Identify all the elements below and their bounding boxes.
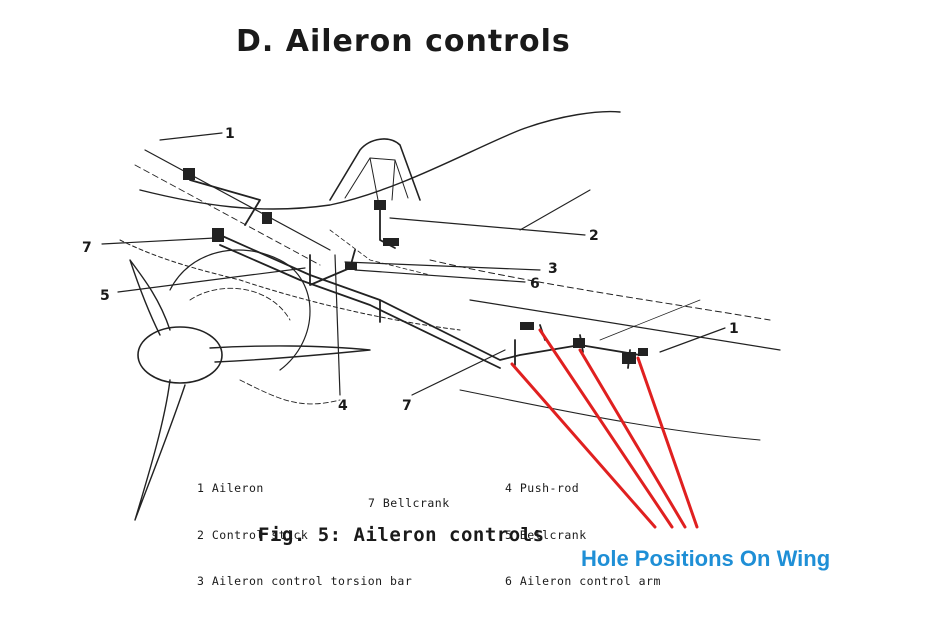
callout-7-left: 7 bbox=[82, 240, 92, 256]
propeller-blade-upper bbox=[129, 259, 171, 336]
fuselage-outline bbox=[139, 110, 621, 210]
callout-7-bottom: 7 bbox=[402, 398, 412, 414]
callout-2: 2 bbox=[589, 228, 599, 244]
engine-cowling bbox=[169, 249, 311, 371]
canopy bbox=[329, 138, 421, 201]
legend-right: 4 Push-rod 5 Bellcrank 6 Aileron control… bbox=[505, 450, 661, 621]
linkage-fittings bbox=[183, 168, 648, 364]
wing-leading-edge-left bbox=[144, 149, 331, 251]
propeller-blade-lower bbox=[134, 379, 186, 521]
figure-caption: Fig. 5: Aileron controls bbox=[258, 524, 545, 546]
legend-item: 2 Control stick bbox=[197, 527, 309, 542]
wing-trailing-edge-right bbox=[459, 389, 761, 441]
callout-3: 3 bbox=[548, 261, 558, 277]
hole-positions-annotation: Hole Positions On Wing bbox=[581, 546, 831, 571]
legend-item: 1 Aileron bbox=[197, 481, 264, 495]
legend-item: 6 Aileron control arm bbox=[505, 574, 661, 588]
callout-1-right: 1 bbox=[729, 321, 739, 337]
legend-item: 4 Push-rod bbox=[505, 481, 580, 495]
fuselage-lower bbox=[119, 239, 461, 331]
legend-left: 1 Aileron 2 Control stick 3 Aileron cont… bbox=[197, 450, 412, 621]
legend-item: 3 Aileron control torsion bar bbox=[197, 574, 413, 588]
hole-position-lines bbox=[510, 328, 699, 529]
wing-leading-edge-right bbox=[469, 299, 781, 351]
diagram-title: D. Aileron controls bbox=[236, 24, 571, 59]
callout-6: 6 bbox=[530, 276, 540, 292]
callout-4: 4 bbox=[338, 398, 348, 414]
legend-item: 5 Bellcrank bbox=[505, 527, 587, 542]
callout-5: 5 bbox=[100, 288, 110, 304]
callout-1-top: 1 bbox=[225, 126, 235, 142]
propeller-blade-right bbox=[209, 345, 371, 363]
legend-left-last: 7 Bellcrank bbox=[368, 496, 450, 510]
callout-leaders bbox=[101, 132, 726, 396]
propeller-spinner bbox=[137, 326, 223, 384]
